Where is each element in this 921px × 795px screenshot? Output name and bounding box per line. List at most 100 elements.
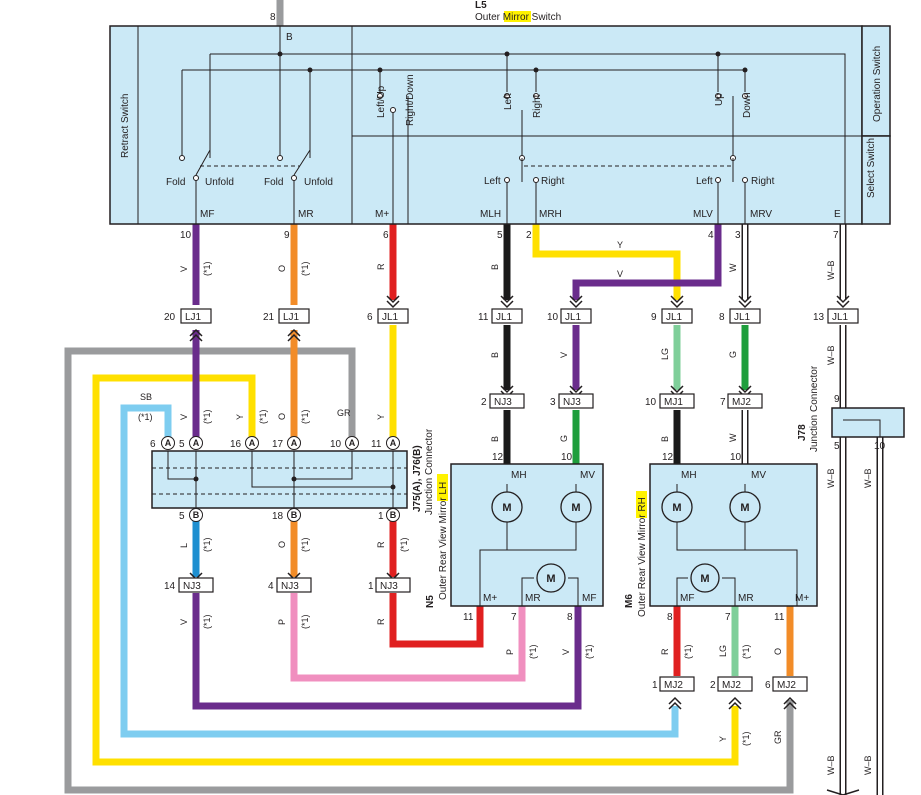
unfold-label-1: Unfold xyxy=(205,177,234,188)
lh-mplus: M+ xyxy=(483,593,497,604)
rh-pin-10: 10 xyxy=(730,452,742,463)
pin-mf: 10 xyxy=(180,230,192,241)
wire-label-b-4: B xyxy=(660,436,670,442)
conn-mj2-a: MJ2 xyxy=(732,397,751,408)
motor-symbol: M xyxy=(546,573,555,585)
wire-note: (*1) xyxy=(300,261,310,276)
conn-lj1-a: LJ1 xyxy=(185,312,202,323)
terminal-mf: MF xyxy=(200,209,214,220)
wire-label-v-j: V xyxy=(179,414,189,420)
pin-jl1-11: 11 xyxy=(478,312,489,323)
rh-id: M6 xyxy=(624,594,635,608)
op-up-label: Up xyxy=(714,93,725,106)
conn-nj3-d: NJ3 xyxy=(281,581,299,592)
j78-id: J78 xyxy=(797,424,808,441)
pin-nj3-2: 2 xyxy=(481,397,487,408)
terminal-mlv: MLV xyxy=(693,209,713,220)
wire-note: (*1) xyxy=(399,537,409,552)
wire-label-lg-2: LG xyxy=(660,348,670,360)
switch-id: L5 xyxy=(475,0,487,11)
rh-mh: MH xyxy=(681,470,697,481)
sel-left-label-2: Left xyxy=(696,176,713,187)
wire-note: (*1) xyxy=(584,644,594,659)
right-down-label: Right/Down xyxy=(405,74,416,126)
pin-mj2-1: 1 xyxy=(652,680,658,691)
wire-label-o-b: O xyxy=(277,541,287,548)
j75-pin-16: 16 xyxy=(230,439,242,450)
pin-mrv: 3 xyxy=(735,230,741,241)
fold-label-2: Fold xyxy=(264,177,283,188)
wire-label-sb: SB xyxy=(140,392,152,402)
wire-note: (*1) xyxy=(258,409,268,424)
wire-note: (*1) xyxy=(202,261,212,276)
rh-pin-7: 7 xyxy=(725,612,731,623)
wire-label-o-j: O xyxy=(277,413,287,420)
junction-connector-j78: J78 Junction Connector 9 5 10 xyxy=(797,365,905,452)
pin-nj3-3: 3 xyxy=(550,397,556,408)
wire-label-p-d: P xyxy=(505,649,515,655)
wire-label-y-b: Y xyxy=(718,736,728,742)
lh-id: N5 xyxy=(425,595,436,608)
rh-mv: MV xyxy=(751,470,766,481)
lh-mh: MH xyxy=(511,470,527,481)
wires xyxy=(64,0,884,795)
lh-pin-10: 10 xyxy=(561,452,573,463)
wire-label-v-mf: V xyxy=(179,266,189,272)
pin-lj1-21: 21 xyxy=(263,312,275,323)
wire-label-v-mlv: V xyxy=(617,269,623,279)
conn-jl1-mrv: JL1 xyxy=(734,312,751,323)
wire-label-v-2: V xyxy=(559,352,569,358)
wire-note: (*1) xyxy=(138,412,153,422)
junction-a-mark: A xyxy=(390,438,397,448)
junction-id: J75(A), J76(B) xyxy=(412,445,423,512)
wire-label-wb-e: W–B xyxy=(826,260,836,280)
terminal-mr: MR xyxy=(298,209,314,220)
conn-mj2-b: MJ2 xyxy=(664,680,683,691)
conn-jl1-mlv: JL1 xyxy=(565,312,582,323)
pin-mlh: 5 xyxy=(497,230,503,241)
rh-mf: MF xyxy=(680,593,694,604)
op-left-label: Left xyxy=(503,93,514,110)
motor-symbol: M xyxy=(700,573,709,585)
rh-name: Outer Rear View Mirror RH xyxy=(637,497,648,617)
unfold-label-2: Unfold xyxy=(304,177,333,188)
pin-mj1-10: 10 xyxy=(645,397,657,408)
wire-label-y-j2: Y xyxy=(376,414,386,420)
fold-label-1: Fold xyxy=(166,177,185,188)
conn-mj2-d: MJ2 xyxy=(777,680,796,691)
rh-pin-8: 8 xyxy=(667,612,673,623)
wire-note: (*1) xyxy=(202,614,212,629)
pin-mr: 9 xyxy=(284,230,290,241)
sel-left-label-1: Left xyxy=(484,176,501,187)
wire-note: (*1) xyxy=(300,614,310,629)
wire-label-b-3: B xyxy=(490,436,500,442)
junction-a-mark: A xyxy=(165,438,172,448)
junction-a-mark: A xyxy=(249,438,256,448)
lh-pin-12: 12 xyxy=(492,452,504,463)
lh-pin-8: 8 xyxy=(567,612,573,623)
operation-switch-label: Operation Switch xyxy=(872,46,883,122)
j78-name: Junction Connector xyxy=(809,365,820,452)
j75-pin-5: 5 xyxy=(179,439,185,450)
wire-note: (*1) xyxy=(202,537,212,552)
wire-label-l: L xyxy=(179,543,189,548)
j78-pin-10: 10 xyxy=(874,441,886,452)
top-wire-color: B xyxy=(286,32,293,43)
mirror-lh: M M M MH MV M+ MR MF 12 10 11 7 8 N5 Out… xyxy=(425,452,604,623)
junction-a-mark: A xyxy=(291,438,298,448)
wire-label-w-4: W xyxy=(728,433,738,442)
wire-label-y-j: Y xyxy=(235,414,245,420)
conn-mj1: MJ1 xyxy=(664,397,683,408)
top-pin: 8 xyxy=(270,12,276,23)
motor-symbol: M xyxy=(672,502,681,514)
j78-pin-5: 5 xyxy=(834,441,840,452)
conn-jl1-mrh: JL1 xyxy=(666,312,683,323)
pin-lj1-20: 20 xyxy=(164,312,176,323)
wire-label-wb-2: W–B xyxy=(826,345,836,365)
terminal-mrv: MRV xyxy=(750,209,772,220)
wire-label-v-d: V xyxy=(561,649,571,655)
wire-label-v-c: V xyxy=(179,619,189,625)
conn-jl1-m: JL1 xyxy=(382,312,399,323)
pin-jl1-13: 13 xyxy=(813,312,825,323)
motor-symbol: M xyxy=(571,502,580,514)
